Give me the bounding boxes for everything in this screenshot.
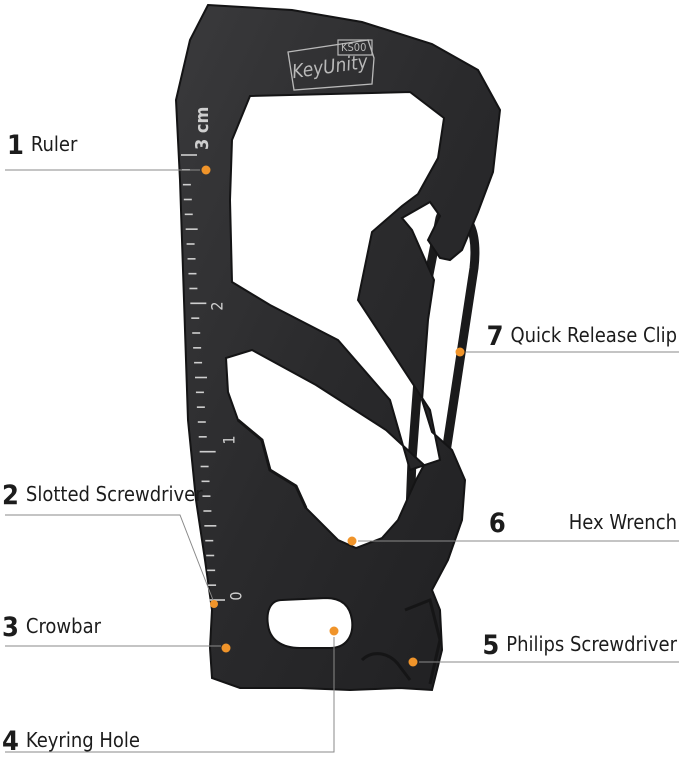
- ruler-mark-1: 1: [219, 435, 239, 445]
- callout-label: Keyring Hole: [25, 728, 140, 752]
- ruler-mark-0: 0: [226, 591, 246, 601]
- callout-label: Philips Screwdriver: [506, 632, 677, 656]
- leader-lines: [5, 169, 679, 753]
- callout-number: 2: [2, 480, 19, 511]
- callout-number: 1: [7, 130, 24, 161]
- callout-number: 5: [482, 630, 500, 661]
- tool-body: [174, 3, 502, 692]
- callout-number: 4: [2, 726, 19, 757]
- ruler-mark-2: 2: [207, 301, 227, 311]
- marker-quick-release-clip: [455, 347, 465, 357]
- marker-hex-wrench: [347, 536, 357, 546]
- callout-label: Crowbar: [25, 614, 101, 638]
- callout-number: 7: [486, 321, 504, 352]
- ruler-ticks: [181, 154, 225, 601]
- callout-number: 6: [488, 508, 506, 539]
- callout-label: Quick Release Clip: [510, 323, 677, 347]
- brand-model: KS00: [341, 41, 367, 54]
- marker-keyring-hole: [329, 626, 339, 636]
- callout-hex-wrench: 6 Hex Wrench: [489, 510, 677, 537]
- brand-logo: [287, 39, 375, 91]
- marker-crowbar: [221, 643, 231, 653]
- callout-label: Ruler: [30, 132, 78, 156]
- callout-number: 3: [2, 612, 19, 643]
- ruler-unit-label: 3 cm: [192, 106, 213, 150]
- callout-label: Slotted Screwdriver: [25, 482, 203, 506]
- marker-ruler: [201, 165, 211, 175]
- callout-label: Hex Wrench: [568, 510, 677, 534]
- callout-markers: [201, 165, 465, 667]
- marker-philips-screwdriver: [408, 657, 418, 667]
- marker-slotted-screwdriver: [210, 600, 218, 608]
